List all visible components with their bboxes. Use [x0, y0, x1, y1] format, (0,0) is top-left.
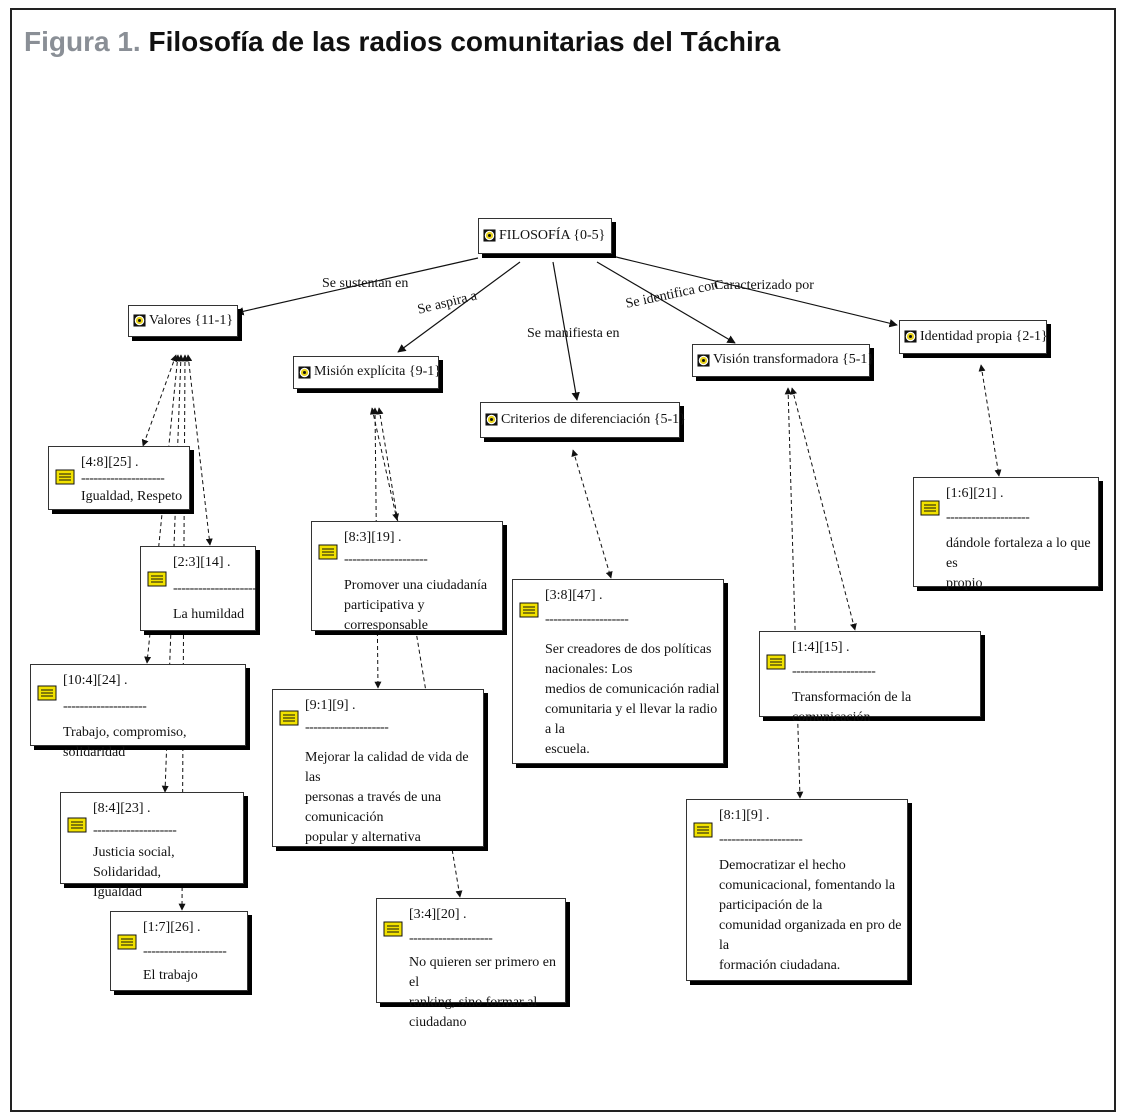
memo-note-icon — [383, 921, 403, 937]
memo-id: [3:4][20] . — [409, 907, 467, 922]
memo-note-icon — [279, 710, 299, 726]
edge-filosofia-vision — [596, 261, 736, 344]
memo-note-icon — [117, 934, 137, 950]
memo-8-3[interactable]: [8:3][19] . -------------------- Promove… — [311, 521, 503, 633]
memo-separator: -------------------- — [173, 581, 257, 596]
code-label: FILOSOFÍA {0-5} — [499, 227, 606, 243]
memo-text: El trabajo — [143, 968, 198, 983]
memo-8-4[interactable]: [8:4][23] . -------------------- Justici… — [60, 792, 244, 900]
link-vision-m14 — [790, 387, 857, 631]
memo-separator: -------------------- — [344, 552, 428, 567]
memo-text: Trabajo, compromiso, solidaridad — [63, 725, 187, 760]
memo-text: No quieren ser primero en el ranking, si… — [409, 955, 556, 1030]
memo-note-icon — [693, 822, 713, 838]
memo-text: Transformación de la comunicación — [792, 690, 912, 725]
memo-text: Promover una ciudadanía participativa y … — [344, 578, 488, 633]
code-flower-icon — [298, 365, 311, 379]
memo-text: Mejorar la calidad de vida de las person… — [305, 750, 469, 845]
code-label: Criterios de diferenciación {5-1} — [501, 411, 686, 427]
memo-9-1[interactable]: [9:1][9] . -------------------- Mejorar … — [272, 689, 484, 847]
memo-note-icon — [318, 544, 338, 560]
memo-text: Ser creadores de dos políticas nacionale… — [545, 642, 720, 757]
figure-title: Filosofía de las radios comunitarias del… — [148, 26, 781, 57]
code-label: Misión explícita {9-1} — [314, 364, 441, 379]
link-vision-m81 — [784, 387, 804, 799]
memo-1-6[interactable]: [1:6][21] . -------------------- dándole… — [913, 477, 1099, 591]
memo-note-icon — [67, 817, 87, 833]
memo-4-8[interactable]: [4:8][25] . -------------------- Igualda… — [48, 446, 190, 510]
memo-separator: -------------------- — [305, 720, 389, 735]
code-flower-icon — [483, 229, 496, 242]
edge-label-sustentan: Se sustentan en — [322, 276, 409, 291]
edge-filosofia-identidad — [611, 255, 898, 328]
memo-1-4[interactable]: [1:4][15] . -------------------- Transfo… — [759, 631, 981, 725]
code-label: Visión transformadora {5-1} — [713, 352, 875, 367]
code-label: Identidad propia {2-1} — [920, 328, 1048, 344]
link-valores-m48 — [141, 354, 178, 447]
code-node-vision[interactable]: Visión transformadora {5-1} — [692, 344, 874, 377]
memo-note-icon — [147, 571, 167, 587]
memo-1-7[interactable]: [1:7][26] . -------------------- El trab… — [110, 911, 248, 991]
memo-text: dándole fortaleza a lo que es propio — [946, 536, 1091, 591]
memo-id: [1:7][26] . — [143, 920, 201, 935]
memo-text: Democratizar el hecho comunicacional, fo… — [719, 858, 902, 973]
memo-id: [8:4][23] . — [93, 801, 151, 816]
memo-id: [3:8][47] . — [545, 588, 603, 603]
edge-filosofia-valores — [235, 257, 479, 316]
memo-separator: -------------------- — [946, 510, 1030, 525]
memo-id: [1:6][21] . — [946, 486, 1004, 501]
memo-separator: -------------------- — [63, 699, 147, 714]
memo-note-icon — [519, 602, 539, 618]
memo-id: [8:1][9] . — [719, 808, 770, 823]
memo-separator: -------------------- — [143, 944, 227, 959]
code-flower-icon — [904, 330, 917, 343]
memo-text: Justicia social, Solidaridad, Igualdad — [93, 845, 175, 900]
figure-caption: Figura 1. Filosofía de las radios comuni… — [24, 24, 780, 60]
edge-label-manifiesta: Se manifiesta en — [527, 326, 620, 341]
memo-note-icon — [766, 654, 786, 670]
code-node-mision[interactable]: Misión explícita {9-1} — [293, 356, 441, 389]
memo-3-4[interactable]: [3:4][20] . -------------------- No quie… — [376, 898, 566, 1030]
link-identidad-m16 — [978, 364, 1002, 477]
memo-id: [9:1][9] . — [305, 698, 356, 713]
code-node-identidad[interactable]: Identidad propia {2-1} — [899, 320, 1048, 354]
link-valores-m23 — [185, 354, 213, 546]
code-flower-icon — [485, 413, 498, 426]
memo-separator: -------------------- — [81, 471, 165, 486]
memo-id: [1:4][15] . — [792, 640, 850, 655]
memo-separator: -------------------- — [719, 832, 803, 847]
code-node-valores[interactable]: Valores {11-1} — [128, 305, 238, 337]
code-node-criterios[interactable]: Criterios de diferenciación {5-1} — [480, 402, 686, 438]
code-flower-icon — [697, 353, 710, 367]
memo-note-icon — [55, 469, 75, 485]
edge-filosofia-mision — [397, 261, 521, 353]
memo-separator: -------------------- — [93, 823, 177, 838]
memo-separator: -------------------- — [792, 664, 876, 679]
memo-note-icon — [920, 500, 940, 516]
memo-id: [8:3][19] . — [344, 530, 402, 545]
figure-number: Figura 1. — [24, 26, 141, 57]
code-flower-icon — [133, 314, 146, 327]
memo-id: [10:4][24] . — [63, 673, 128, 688]
memo-2-3[interactable]: [2:3][14] . -------------------- La humi… — [140, 546, 257, 631]
memo-note-icon — [37, 685, 57, 701]
memo-id: [4:8][25] . — [81, 455, 139, 470]
memo-8-1[interactable]: [8:1][9] . -------------------- Democrat… — [686, 799, 908, 981]
memo-separator: -------------------- — [545, 612, 629, 627]
memo-id: [2:3][14] . — [173, 555, 231, 570]
code-label: Valores {11-1} — [149, 312, 234, 328]
memo-text: La humildad — [173, 607, 245, 622]
memo-text: Igualdad, Respeto — [81, 489, 183, 504]
code-node-filosofia[interactable]: FILOSOFÍA {0-5} — [478, 218, 612, 254]
memo-3-8[interactable]: [3:8][47] . -------------------- Ser cre… — [512, 579, 724, 764]
edge-label-caracterizado: Caracterizado por — [714, 278, 814, 293]
edge-filosofia-criterios — [552, 261, 580, 401]
memo-separator: -------------------- — [409, 931, 493, 946]
link-criterios-m38 — [571, 449, 613, 579]
memo-10-4[interactable]: [10:4][24] . -------------------- Trabaj… — [30, 664, 246, 760]
